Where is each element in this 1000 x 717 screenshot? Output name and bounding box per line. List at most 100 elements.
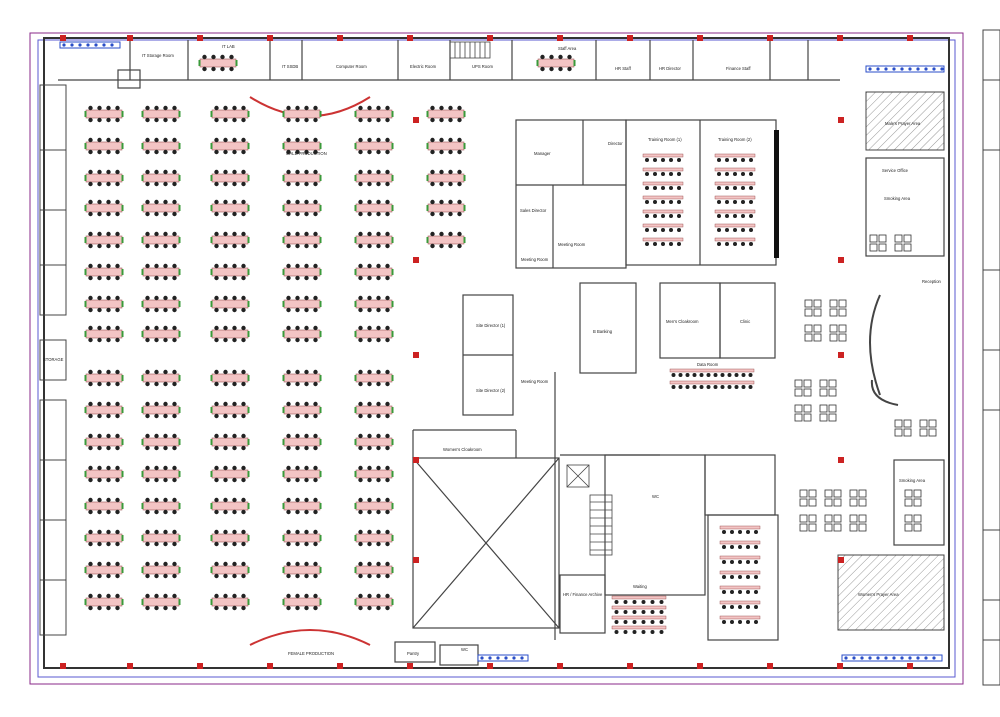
chair: [358, 529, 363, 535]
chair: [163, 105, 168, 111]
chair: [163, 137, 168, 143]
chair: [699, 373, 704, 377]
chair: [172, 275, 177, 281]
window-dot: [868, 656, 872, 660]
workstation-cluster: [354, 199, 394, 217]
chair: [304, 605, 309, 611]
desk-pair: [355, 235, 393, 245]
chair: [304, 263, 309, 269]
table: [813, 324, 822, 333]
chair: [172, 401, 177, 407]
chair: [669, 158, 673, 162]
desk-pair: [85, 329, 123, 339]
label-hr-director: HR Director: [659, 66, 681, 71]
chair: [232, 561, 237, 567]
label-womens-prayer: Women's Prayer Area: [858, 592, 899, 597]
chair: [88, 593, 93, 599]
column: [127, 663, 133, 669]
chair: [88, 369, 93, 375]
chair: [241, 465, 246, 471]
chair: [746, 575, 750, 579]
chair: [241, 307, 246, 313]
chair: [115, 337, 120, 343]
desk-pair: [142, 565, 180, 575]
chair: [154, 529, 159, 535]
chair: [367, 465, 372, 471]
workstation-cluster: [354, 401, 394, 419]
chair: [172, 573, 177, 579]
workstation-cluster: [141, 433, 181, 451]
chair: [567, 66, 572, 72]
table-row: [719, 525, 761, 530]
desk-pair: [211, 597, 249, 607]
chair: [669, 172, 673, 176]
chair: [295, 181, 300, 187]
divider: [84, 143, 87, 149]
divider: [282, 205, 285, 211]
chair: [385, 295, 390, 301]
workstation-cluster: [282, 529, 322, 547]
divider: [354, 471, 357, 477]
divider: [84, 331, 87, 337]
label-data-room: Data Room: [697, 362, 719, 367]
table: [828, 413, 837, 422]
chair: [653, 228, 657, 232]
chair: [154, 573, 159, 579]
desk-pair: [355, 173, 393, 183]
chair: [358, 509, 363, 515]
divider: [210, 143, 213, 149]
chair: [304, 211, 309, 217]
table: [808, 514, 817, 523]
chair: [214, 325, 219, 331]
chair: [653, 158, 657, 162]
desk-pair: [355, 533, 393, 543]
chair: [286, 275, 291, 281]
divider: [282, 269, 285, 275]
workstation-cluster: [354, 465, 394, 483]
chair: [214, 211, 219, 217]
table-set: [804, 324, 822, 342]
chair: [163, 541, 168, 547]
chair: [145, 401, 150, 407]
chair: [223, 211, 228, 217]
chair: [376, 433, 381, 439]
chair: [313, 497, 318, 503]
chair: [313, 231, 318, 237]
chair: [677, 158, 681, 162]
table: [838, 299, 847, 308]
divider: [319, 535, 322, 541]
chair: [145, 433, 150, 439]
chair: [286, 381, 291, 387]
chair: [738, 620, 742, 624]
divider: [141, 175, 144, 181]
chair: [376, 117, 381, 123]
chair: [385, 181, 390, 187]
column: [267, 663, 273, 669]
chair: [115, 325, 120, 331]
chair: [286, 561, 291, 567]
table-row: [669, 380, 755, 385]
chair: [376, 243, 381, 249]
chair: [88, 477, 93, 483]
workstation-cluster: [84, 561, 124, 579]
chair: [214, 149, 219, 155]
chair: [706, 373, 711, 377]
chair: [223, 541, 228, 547]
table: [804, 308, 813, 317]
chair: [313, 541, 318, 547]
window-dot: [892, 67, 896, 71]
chair: [88, 231, 93, 237]
chair: [145, 541, 150, 547]
chair: [376, 593, 381, 599]
chair: [295, 149, 300, 155]
label-meeting-room-b: Meeting Room: [558, 242, 586, 247]
chair: [304, 275, 309, 281]
chair: [163, 529, 168, 535]
table: [828, 379, 837, 388]
divider: [84, 471, 87, 477]
table: [799, 514, 808, 523]
chair: [304, 509, 309, 515]
divider: [247, 175, 250, 181]
chair: [457, 199, 462, 205]
chair: [88, 465, 93, 471]
